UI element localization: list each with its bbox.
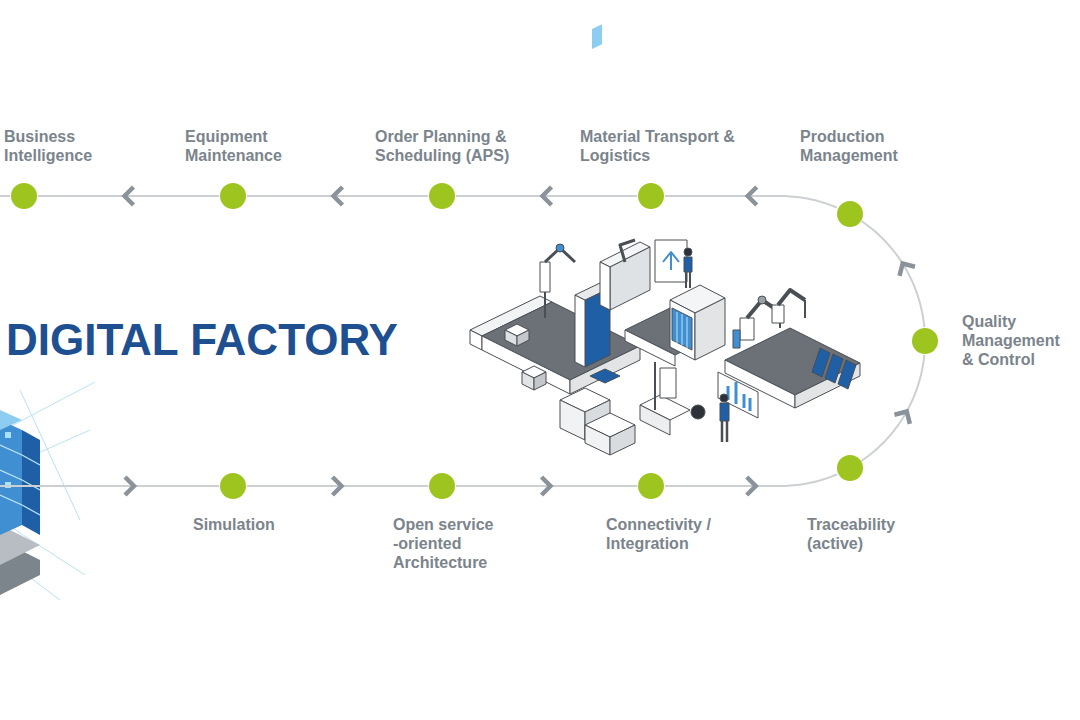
arrow-chevron	[542, 477, 551, 495]
stage-dot: Business Intelligence	[11, 183, 37, 209]
stage-dot: Connectivity / Integration	[638, 473, 664, 499]
stage-dot: Quality Management & Control	[912, 328, 938, 354]
stage-label: Equipment Maintenance	[185, 127, 295, 165]
server-stack	[0, 410, 40, 595]
track-line	[247, 485, 428, 487]
stage-label: Order Planning & Scheduling (APS)	[375, 127, 525, 165]
arrow-chevron	[748, 187, 757, 205]
track-line	[861, 221, 924, 327]
track-connector	[861, 355, 924, 461]
track-line	[38, 195, 219, 197]
track-connector	[247, 477, 428, 495]
stage-label: Traceability (active)	[807, 515, 907, 553]
stage-label: Production Management	[800, 127, 920, 165]
stage-label: Connectivity / Integration	[606, 515, 718, 553]
grid-lines	[0, 382, 95, 600]
stage-label: Quality Management & Control	[962, 312, 1074, 369]
track-line	[456, 485, 637, 487]
arrow-chevron	[333, 477, 342, 495]
stage-label: Business Intelligence	[4, 127, 104, 165]
arrow-chevron	[895, 259, 915, 276]
track-connector	[665, 187, 837, 208]
stage-dot: Simulation	[220, 473, 246, 499]
stage-dot: Material Transport & Logistics	[638, 183, 664, 209]
arrow-chevron	[894, 407, 914, 424]
stage-dot: Open service -oriented Architecture	[429, 473, 455, 499]
track-connector	[861, 221, 924, 327]
arrow-chevron	[125, 187, 134, 205]
diagram-title: DIGITAL FACTORY	[6, 314, 398, 366]
stage-label: Open service -oriented Architecture	[393, 515, 497, 572]
track-line	[247, 195, 428, 197]
stage-label: Simulation	[193, 515, 293, 534]
arrow-chevron	[747, 477, 756, 495]
stage-label: Material Transport & Logistics	[580, 127, 740, 165]
track-connector	[665, 474, 837, 495]
track-connector	[456, 187, 637, 205]
track-connector	[38, 187, 219, 205]
stage-dot: Traceability (active)	[837, 455, 863, 481]
stage-dot: Equipment Maintenance	[220, 183, 246, 209]
stage-dot: Order Planning & Scheduling (APS)	[429, 183, 455, 209]
track-line	[456, 195, 637, 197]
stage-dot: Production Management	[837, 201, 863, 227]
track-connector	[456, 477, 637, 495]
factory-illustration	[470, 24, 860, 455]
track-connector	[247, 187, 428, 205]
arrow-chevron	[543, 187, 552, 205]
chevron	[125, 477, 134, 495]
track-line	[861, 355, 924, 461]
arrow-chevron	[334, 187, 343, 205]
